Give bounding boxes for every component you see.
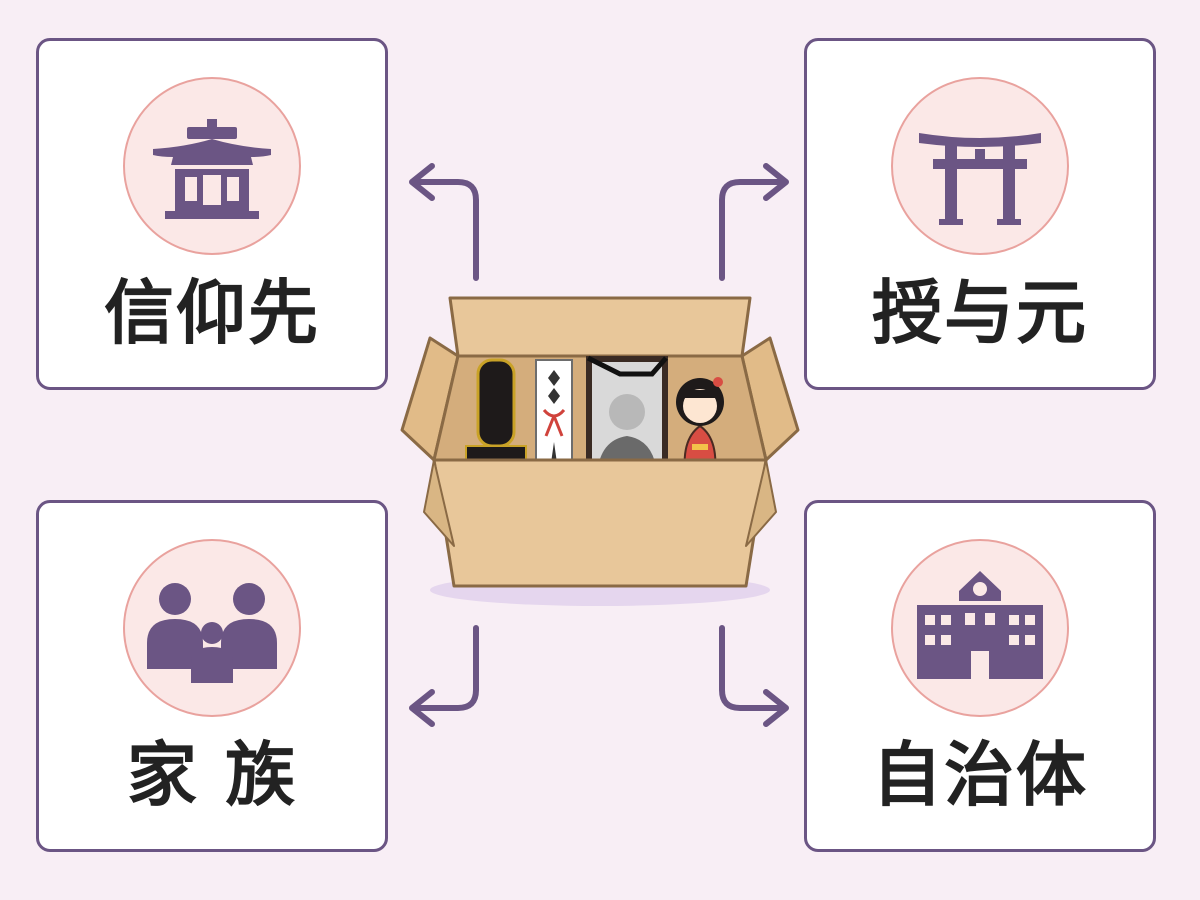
card-municipality: 自治体 (804, 500, 1156, 852)
arrow-to-top-left (411, 179, 479, 281)
card-label: 信仰先 (104, 272, 320, 354)
card-issuer: 授与元 (804, 38, 1156, 390)
torii-gate-icon (891, 77, 1069, 255)
card-family: 家 族 (36, 500, 388, 852)
arrow-to-bottom-left (411, 625, 479, 711)
temple-icon (123, 77, 301, 255)
family-icon (123, 539, 301, 717)
card-label: 自治体 (872, 734, 1088, 816)
arrow-to-bottom-right (719, 625, 787, 711)
city-hall-icon (891, 539, 1069, 717)
card-faith: 信仰先 (36, 38, 388, 390)
card-label: 家 族 (126, 734, 298, 816)
arrow-to-top-right (719, 179, 787, 281)
card-label: 授与元 (872, 272, 1088, 354)
open-box-icon (400, 290, 800, 620)
